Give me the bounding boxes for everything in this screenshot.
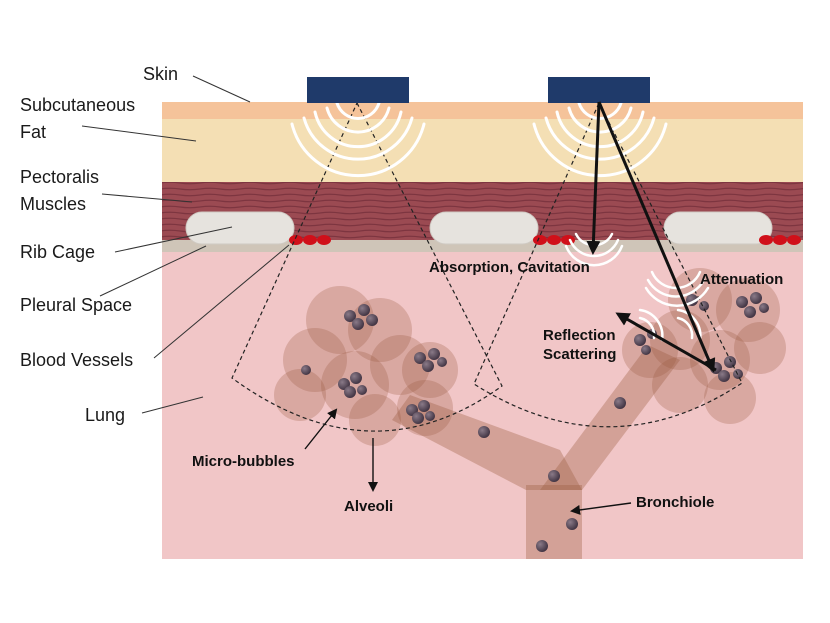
label-rib-cage: Rib Cage: [20, 242, 96, 262]
label-subcutaneous: Subcutaneous: [20, 95, 136, 115]
label-fat: Fat: [20, 122, 47, 142]
label-muscles: Muscles: [20, 194, 87, 214]
label-pleural-space: Pleural Space: [20, 295, 133, 315]
label-micro-bubbles: Micro-bubbles: [192, 453, 295, 470]
label-skin: Skin: [143, 64, 179, 84]
label-alveoli: Alveoli: [344, 498, 394, 515]
fat-layer: [162, 118, 803, 182]
beam-field-right: [473, 101, 743, 428]
alveoli-left: [274, 286, 458, 446]
wave-arcs-reflection: [638, 308, 702, 342]
label-reflection: Reflection: [543, 327, 616, 344]
transducer-right: [548, 77, 650, 103]
label-scattering: Scattering: [543, 346, 617, 363]
rib-3: [663, 211, 773, 245]
arrow-microbubbles: [304, 408, 338, 450]
skin-layer: [162, 102, 803, 119]
rib-1: [185, 211, 295, 245]
arrow-bronchiole: [570, 502, 632, 515]
label-absorption-cavitation: Absorption, Cavitation: [429, 259, 590, 276]
transducer-left: [307, 77, 409, 103]
arrow-reflection: [615, 312, 717, 372]
blood-vessels: [289, 235, 801, 245]
wave-arcs-left: [290, 101, 426, 178]
leader-lines: [81, 75, 290, 414]
rib-2: [429, 211, 539, 245]
label-lung: Lung: [85, 405, 126, 425]
label-attenuation: Attenuation: [700, 271, 784, 288]
wave-arcs-attenuation: [644, 270, 710, 307]
arrow-absorption: [586, 101, 601, 255]
label-bronchiole: Bronchiole: [636, 494, 715, 511]
arrow-attenuation: [597, 101, 716, 373]
wave-arcs-right: [532, 101, 668, 178]
label-pectoralis: Pectoralis: [20, 167, 100, 187]
beam-field-left: [231, 101, 503, 432]
label-blood-vessels: Blood Vessels: [20, 350, 134, 370]
